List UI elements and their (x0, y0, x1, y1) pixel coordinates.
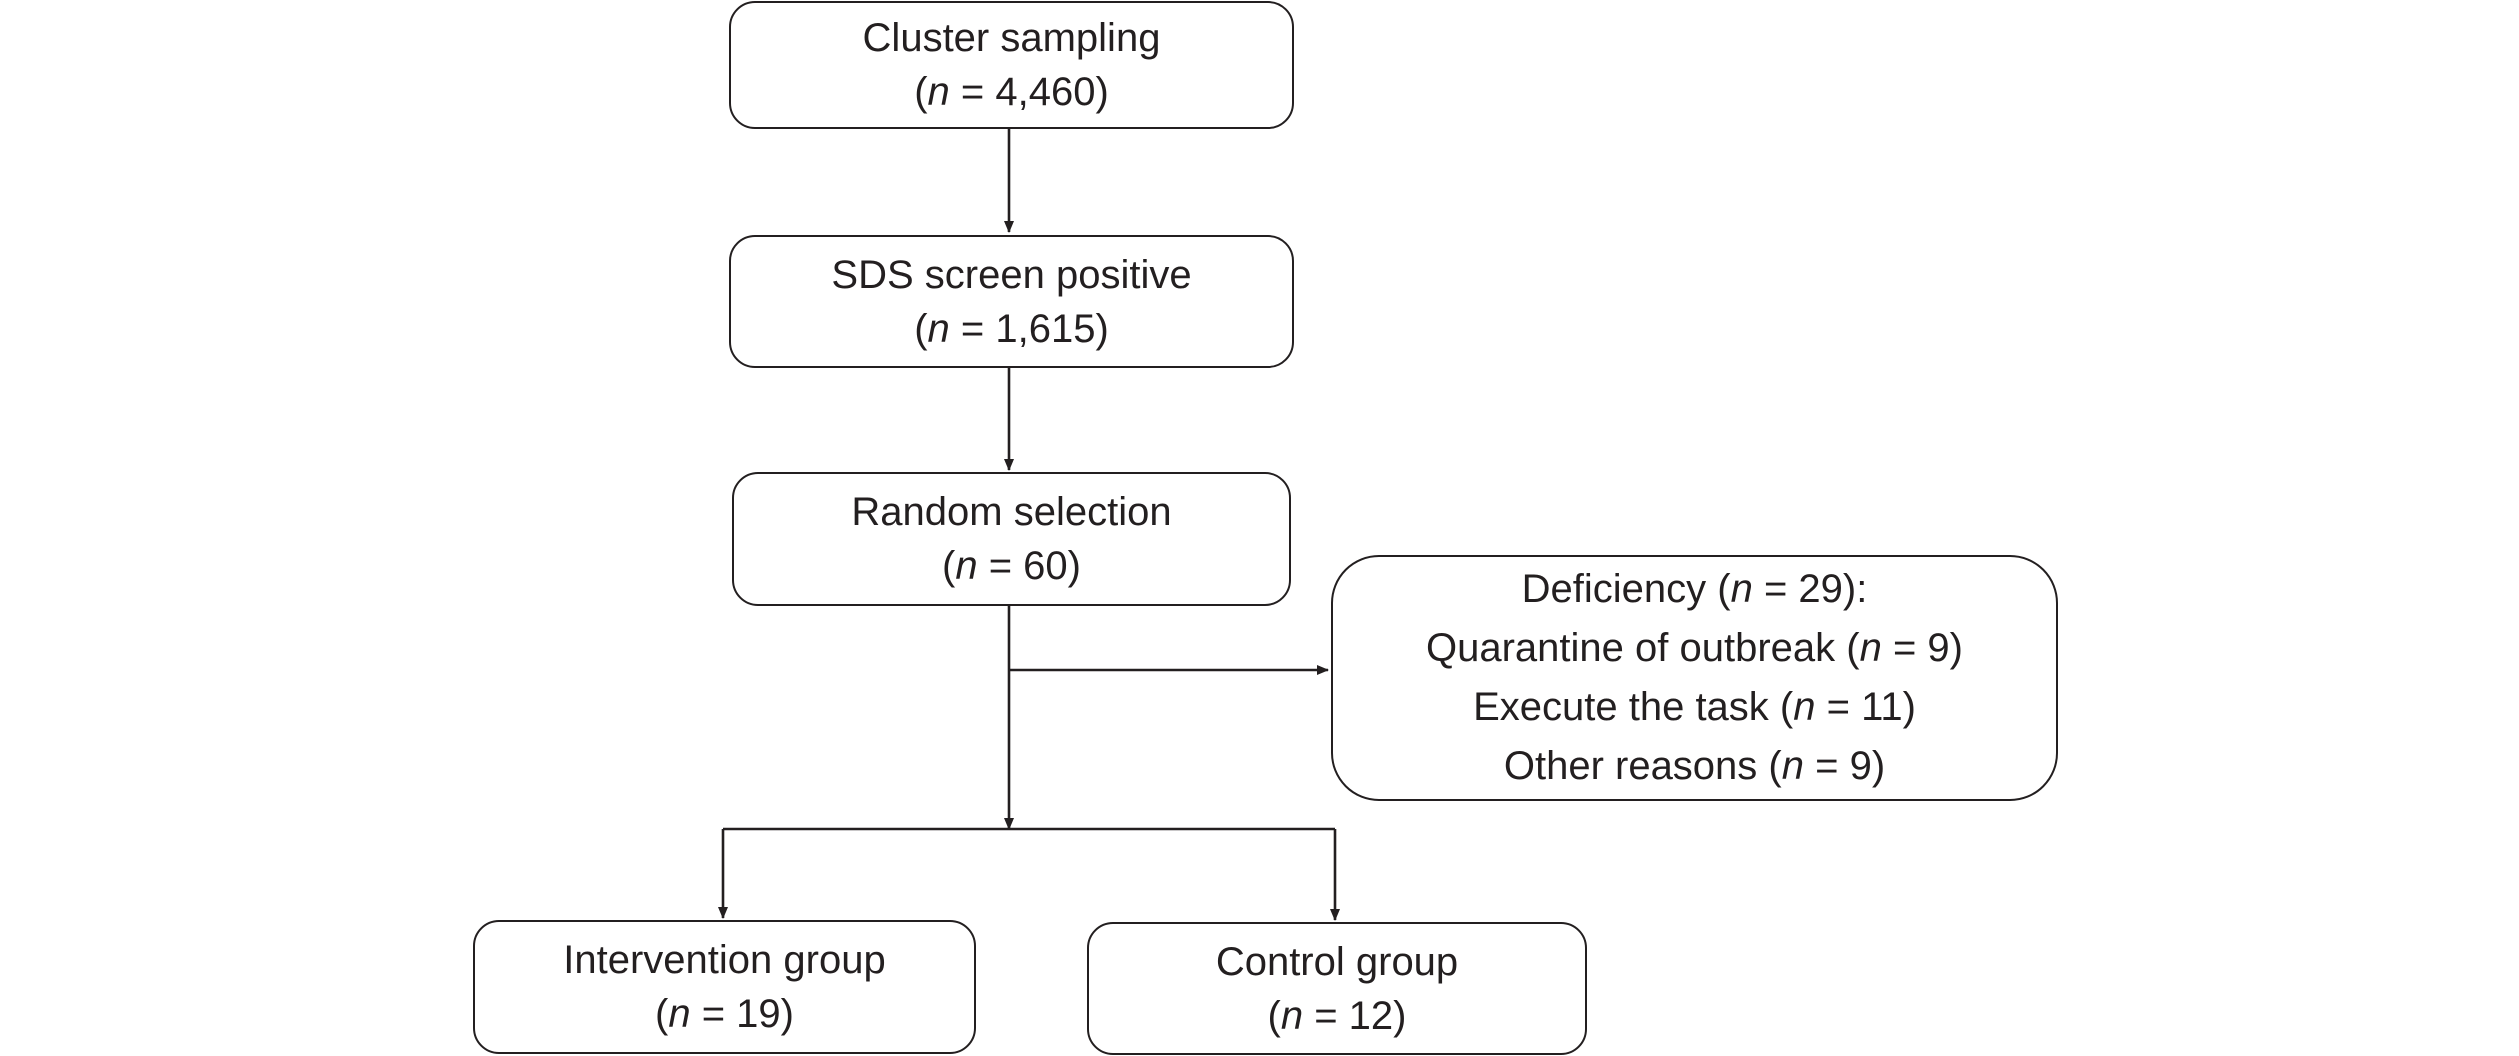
deficiency-box: Deficiency (n = 29): Quarantine of outbr… (1331, 555, 2058, 801)
cluster-sampling-label: Cluster sampling (862, 16, 1161, 60)
deficiency-reason-other: Other reasons (n = 9) (1503, 744, 1886, 788)
sds-screen-count: (n = 1,615) (914, 306, 1109, 351)
deficiency-header: Deficiency (n = 29): (1521, 567, 1868, 611)
intervention-group-count: (n = 19) (655, 992, 794, 1036)
cluster-sampling-count: (n = 4,460) (914, 70, 1109, 114)
intervention-group-label: Intervention group (563, 938, 886, 982)
deficiency-reason-task: Execute the task (n = 11) (1473, 685, 1916, 729)
random-selection-box: Random selection (n = 60) (732, 472, 1291, 606)
sds-screen-positive-box: SDS screen positive (n = 1,615) (729, 235, 1294, 368)
cluster-sampling-box: Cluster sampling (n = 4,460) (729, 1, 1294, 129)
control-group-label: Control group (1215, 939, 1459, 984)
deficiency-reason-quarantine: Quarantine of outbreak (n = 9) (1426, 626, 1963, 670)
random-selection-count: (n = 60) (942, 544, 1081, 588)
control-group-count: (n = 12) (1267, 993, 1407, 1038)
intervention-group-box: Intervention group (n = 19) (473, 920, 976, 1054)
sds-screen-label: SDS screen positive (831, 252, 1192, 297)
random-selection-label: Random selection (851, 490, 1172, 534)
control-group-box: Control group (n = 12) (1087, 922, 1587, 1055)
